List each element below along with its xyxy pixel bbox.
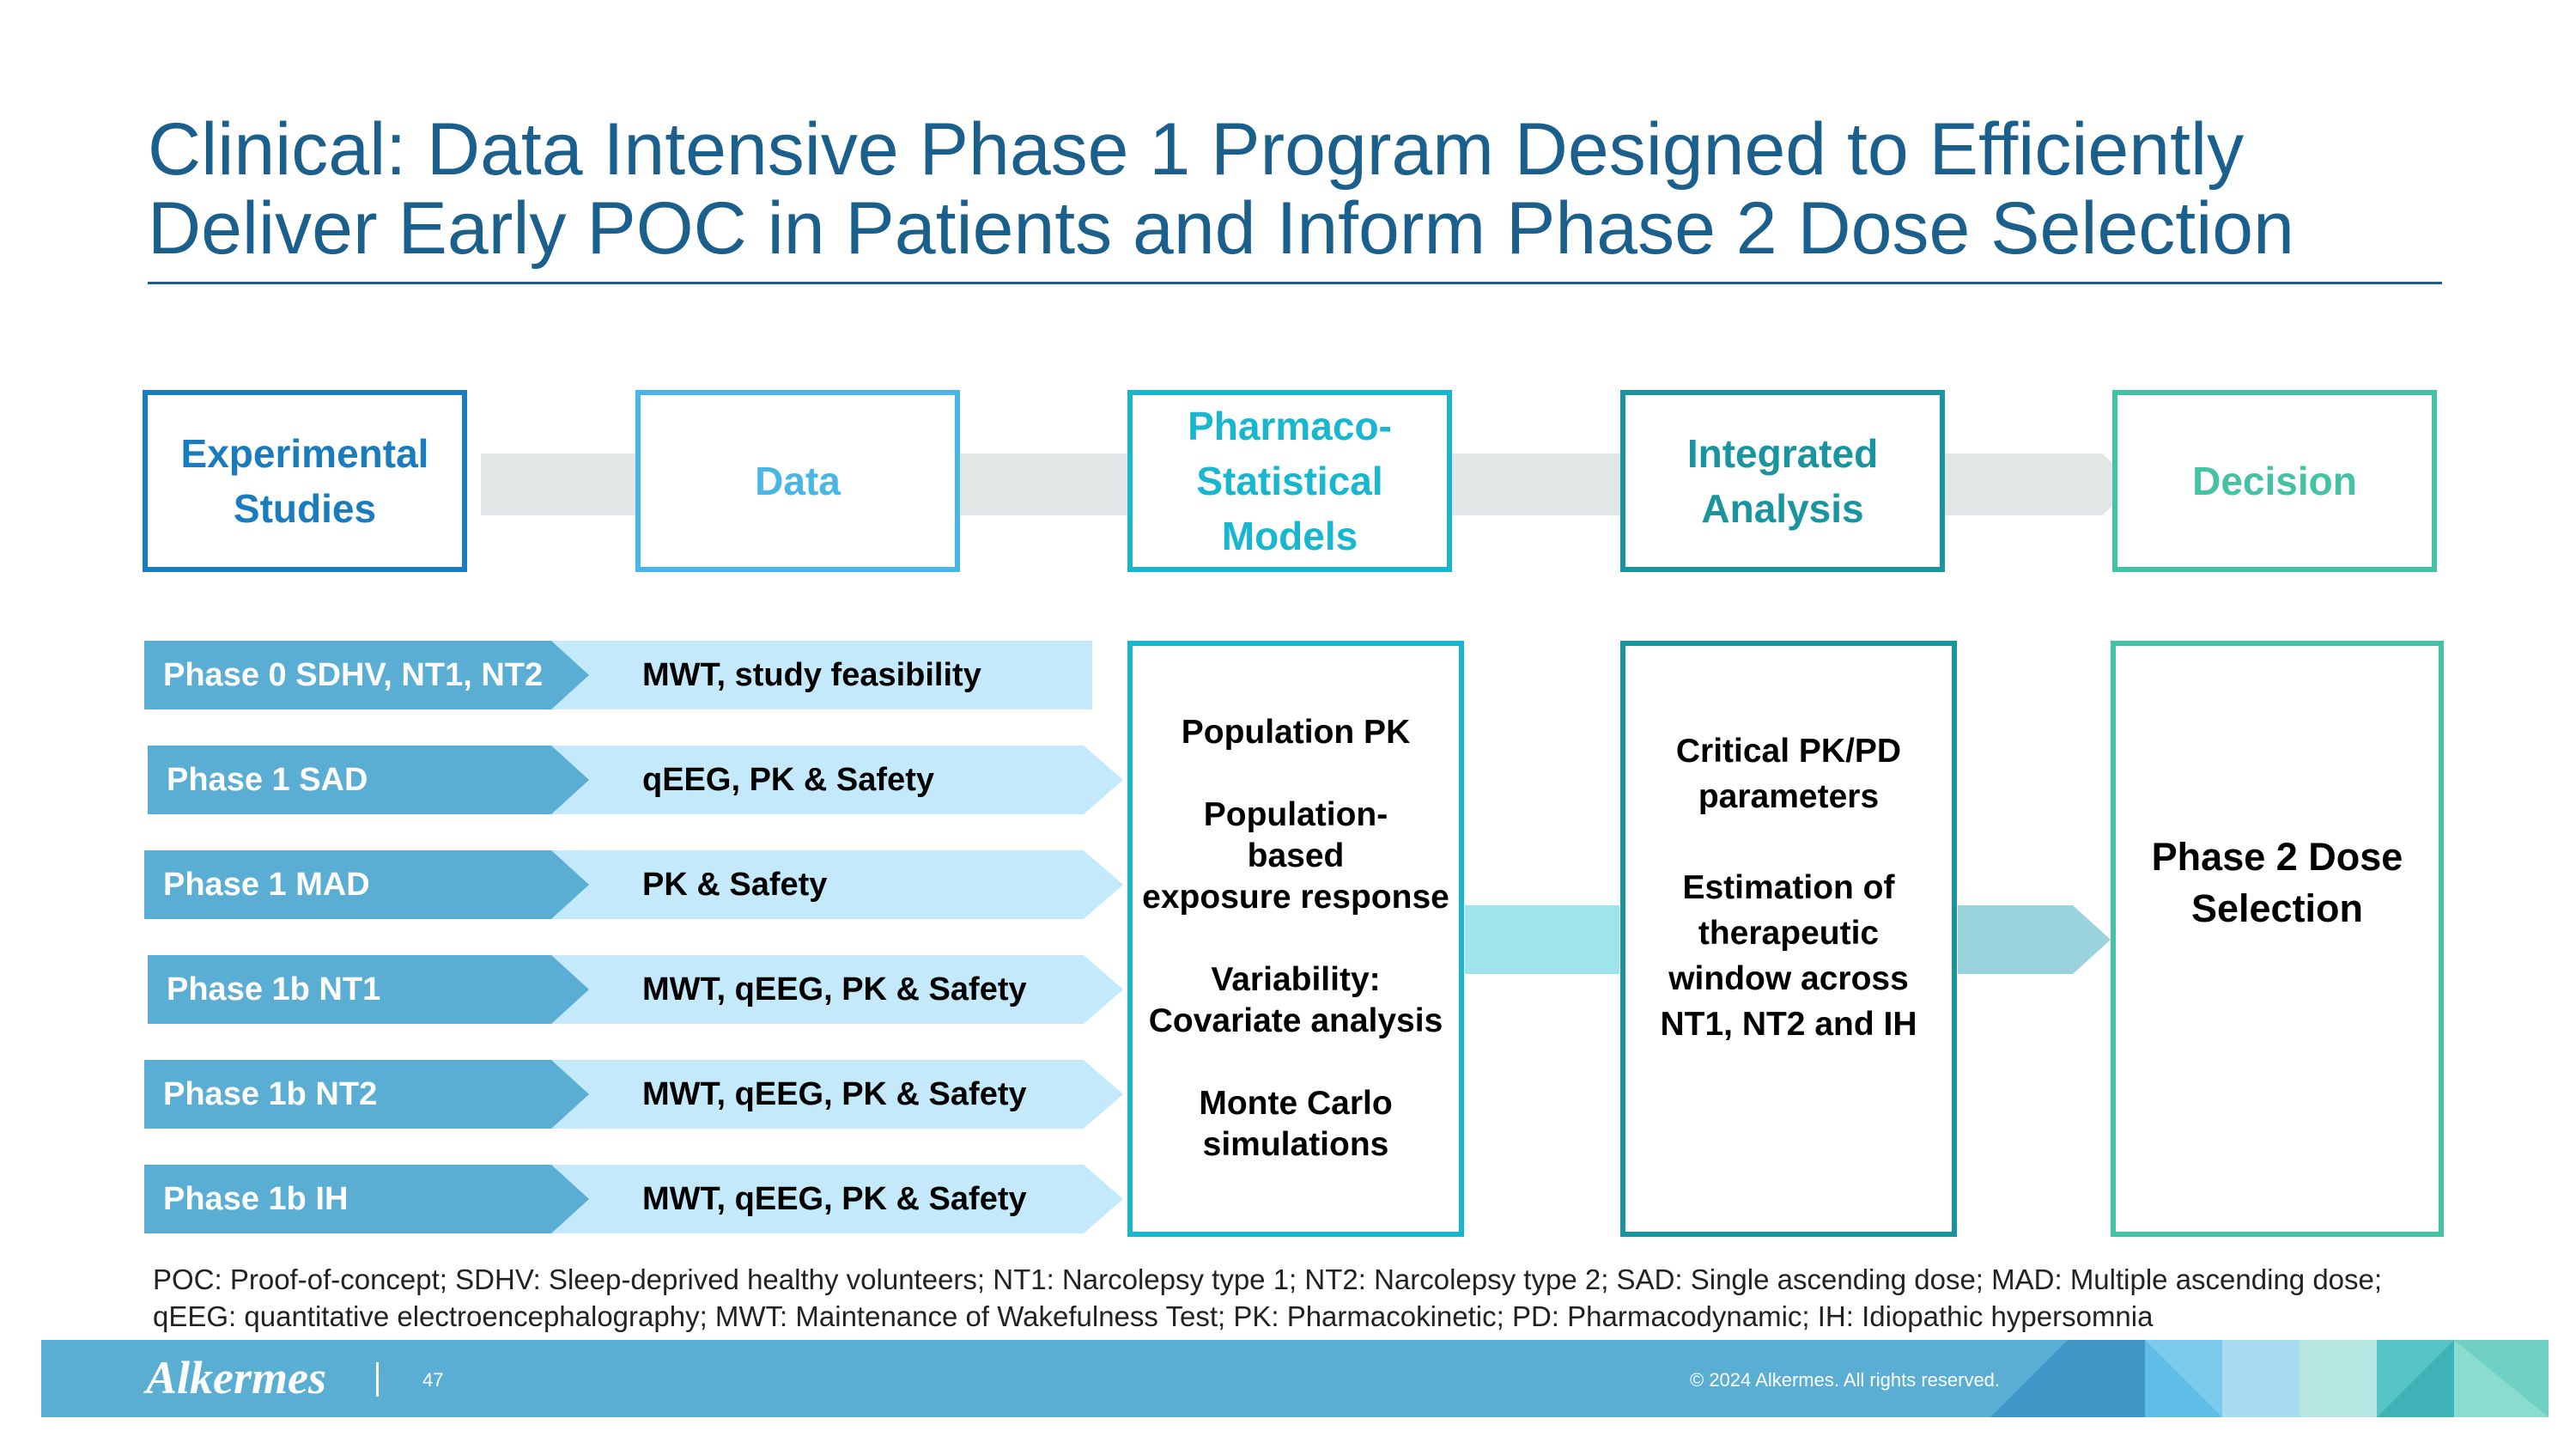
footer-separator (376, 1362, 379, 1397)
data-bar-3 (515, 955, 1084, 1024)
phase-arrowhead-2 (551, 850, 589, 919)
page-number: 47 (422, 1369, 444, 1391)
data-label-5: MWT, qEEG, PK & Safety (642, 1181, 1027, 1217)
data-bar-arrowhead-2 (1084, 850, 1123, 919)
footer-bar (41, 1340, 2549, 1417)
phase-arrowhead-4 (551, 1060, 589, 1129)
phase-label-4: Phase 1b NT2 (144, 1060, 551, 1129)
title-underline (148, 282, 2442, 284)
slide-title: Clinical: Data Intensive Phase 1 Program… (148, 110, 2466, 268)
footer-decoration (1990, 1340, 2549, 1417)
phase-arrowhead-3 (551, 955, 589, 1024)
data-bar-arrowhead-3 (1084, 955, 1123, 1024)
slide-title-line1: Clinical: Data Intensive Phase 1 Program… (148, 108, 2245, 191)
phase-label-1: Phase 1 SAD (148, 746, 551, 814)
data-bar-1 (515, 746, 1084, 814)
phase-label-2: Phase 1 MAD (144, 850, 551, 919)
phase-label-0: Phase 0 SDHV, NT1, NT2 (144, 641, 551, 709)
step-data: Data (635, 390, 960, 572)
connector-analysis-to-decision-arrowhead (2073, 905, 2111, 974)
slide-title-line2: Deliver Early POC in Patients and Inform… (148, 187, 2294, 270)
copyright: © 2024 Alkermes. All rights reserved. (1690, 1369, 2001, 1391)
data-bar-4 (515, 1060, 1084, 1129)
footnote: POC: Proof-of-concept; SDHV: Sleep-depri… (153, 1263, 2383, 1332)
phase-arrowhead-5 (551, 1165, 589, 1233)
phase-label-3: Phase 1b NT1 (148, 955, 551, 1024)
data-label-4: MWT, qEEG, PK & Safety (642, 1076, 1027, 1112)
data-bar-arrowhead-4 (1084, 1060, 1123, 1129)
phase-arrowhead-1 (551, 746, 589, 814)
step-decision: Decision (2112, 390, 2437, 572)
models-box: Population PK Population- based exposure… (1127, 641, 1464, 1237)
data-bar-5 (515, 1165, 1084, 1233)
data-label-3: MWT, qEEG, PK & Safety (642, 971, 1027, 1008)
decision-box: Phase 2 Dose Selection (2111, 641, 2444, 1237)
models-item-population-pk: Population PK (1181, 714, 1411, 751)
alkermes-logo: Alkermes (146, 1352, 326, 1403)
data-bar-arrowhead-1 (1084, 746, 1123, 814)
data-label-2: PK & Safety (642, 867, 828, 903)
connector-models-to-analysis (1465, 905, 1619, 974)
data-bar-arrowhead-5 (1084, 1165, 1123, 1233)
data-bar-2 (515, 850, 1084, 919)
phase-label-5: Phase 1b IH (144, 1165, 551, 1233)
data-bar-0 (515, 641, 1092, 709)
data-label-1: qEEG, PK & Safety (642, 762, 934, 798)
connector-analysis-to-decision (1958, 905, 2073, 974)
analysis-box: Critical PK/PD parameters Estimation of … (1620, 641, 1957, 1237)
phase-arrowhead-0 (551, 641, 589, 709)
data-label-0: MWT, study feasibility (642, 657, 981, 693)
